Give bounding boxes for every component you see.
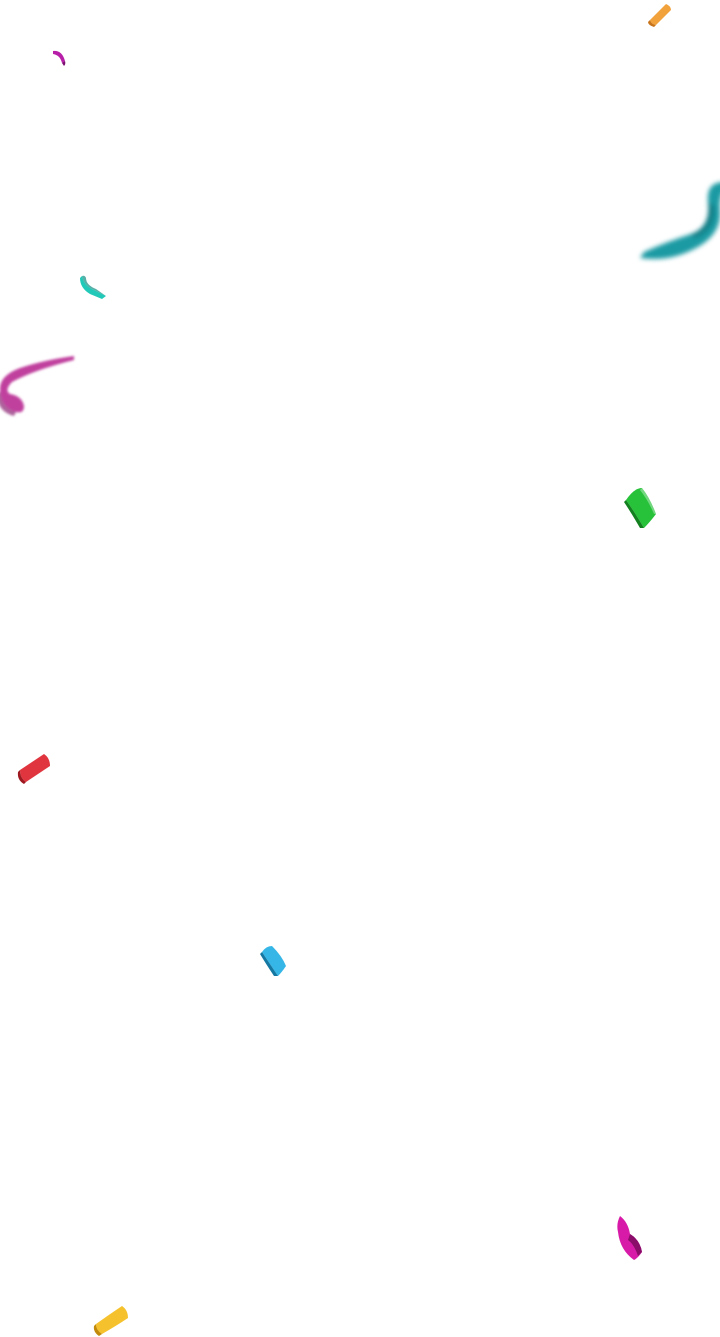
ribbon-shadow [0,392,16,416]
yellow-confetti-piece [93,1306,128,1336]
green-confetti-piece [624,488,656,528]
ribbon-highlight [691,202,715,238]
purple-confetti-piece [53,50,66,66]
confetti-face [53,50,65,63]
confetti-sheen [640,488,656,514]
confetti-edge [82,275,106,296]
ribbon-body [640,182,720,259]
confetti-face [96,1306,128,1334]
teal-ribbon-streamer [640,182,720,259]
confetti-edge [648,20,656,27]
confetti-face [262,946,286,976]
sky-blue-confetti-piece [260,946,286,976]
confetti-edge [624,500,644,528]
cyan-confetti-piece [80,275,106,299]
confetti-edge [260,952,278,976]
confetti-face [80,276,106,299]
confetti-face [650,4,671,25]
magenta-confetti-piece [617,1216,642,1260]
confetti-edge [17,770,26,784]
orange-confetti-piece [648,4,671,27]
confetti-face [20,754,50,782]
red-confetti-piece [17,754,50,784]
pink-ribbon-streamer [0,356,74,416]
ribbon-body [0,356,74,413]
confetti-edge [62,61,66,66]
confetti-edge [93,1324,102,1336]
confetti-face [626,488,656,528]
confetti-edge [628,1234,642,1256]
